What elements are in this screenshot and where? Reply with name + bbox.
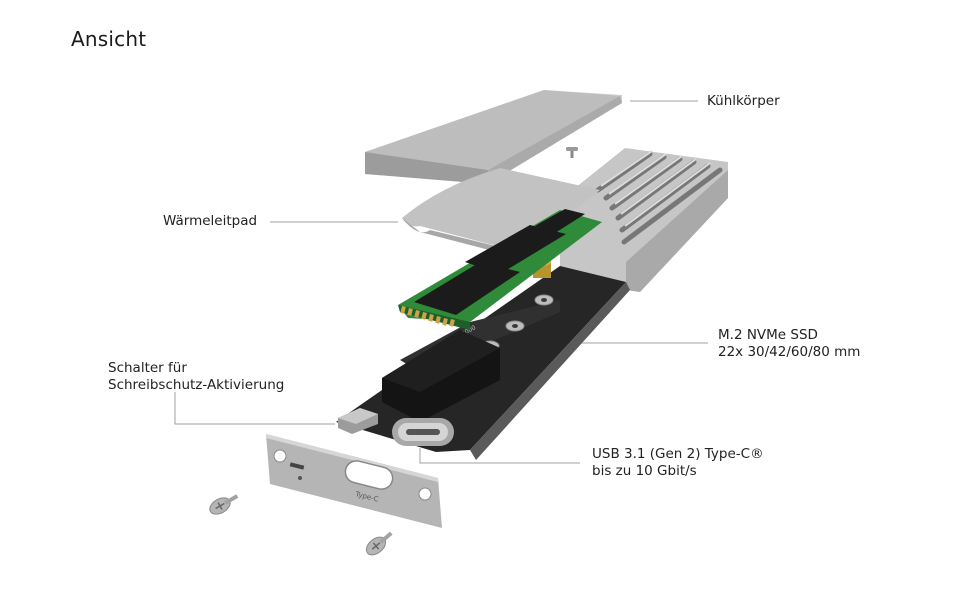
leader-switch <box>174 392 335 425</box>
screw-bottom <box>365 531 393 556</box>
m2-connector <box>382 330 500 422</box>
page-title: Ansicht <box>71 27 147 51</box>
label-usb-line2: bis zu 10 Gbit/s <box>592 463 697 479</box>
leader-usb <box>419 448 580 464</box>
write-protect-switch <box>338 408 378 434</box>
label-usb: USB 3.1 (Gen 2) Type-C® bis zu 10 Gbit/s <box>592 446 764 480</box>
label-thermal-pad: Wärmeleitpad <box>163 213 258 229</box>
heatsink-cover <box>365 90 622 184</box>
enclosure-body <box>560 148 728 292</box>
front-faceplate: Type-C <box>266 434 442 528</box>
m2-ssd <box>398 209 602 330</box>
label-switch-line1: Schalter für <box>108 360 187 376</box>
label-heatsink: Kühlkörper <box>707 93 780 109</box>
label-ssd: M.2 NVMe SSD 22x 30/42/60/80 mm <box>718 327 860 361</box>
small-screw <box>566 147 578 158</box>
screw-left <box>209 494 239 515</box>
label-usb-line1: USB 3.1 (Gen 2) Type-C® <box>592 446 764 462</box>
label-ssd-line1: M.2 NVMe SSD <box>718 327 818 343</box>
label-ssd-line2: 22x 30/42/60/80 mm <box>718 344 861 360</box>
usb-c-port <box>392 418 454 446</box>
label-switch-line2: Schreibschutz-Aktivierung <box>108 377 285 393</box>
label-switch: Schalter für Schreibschutz-Aktivierung <box>108 360 284 394</box>
